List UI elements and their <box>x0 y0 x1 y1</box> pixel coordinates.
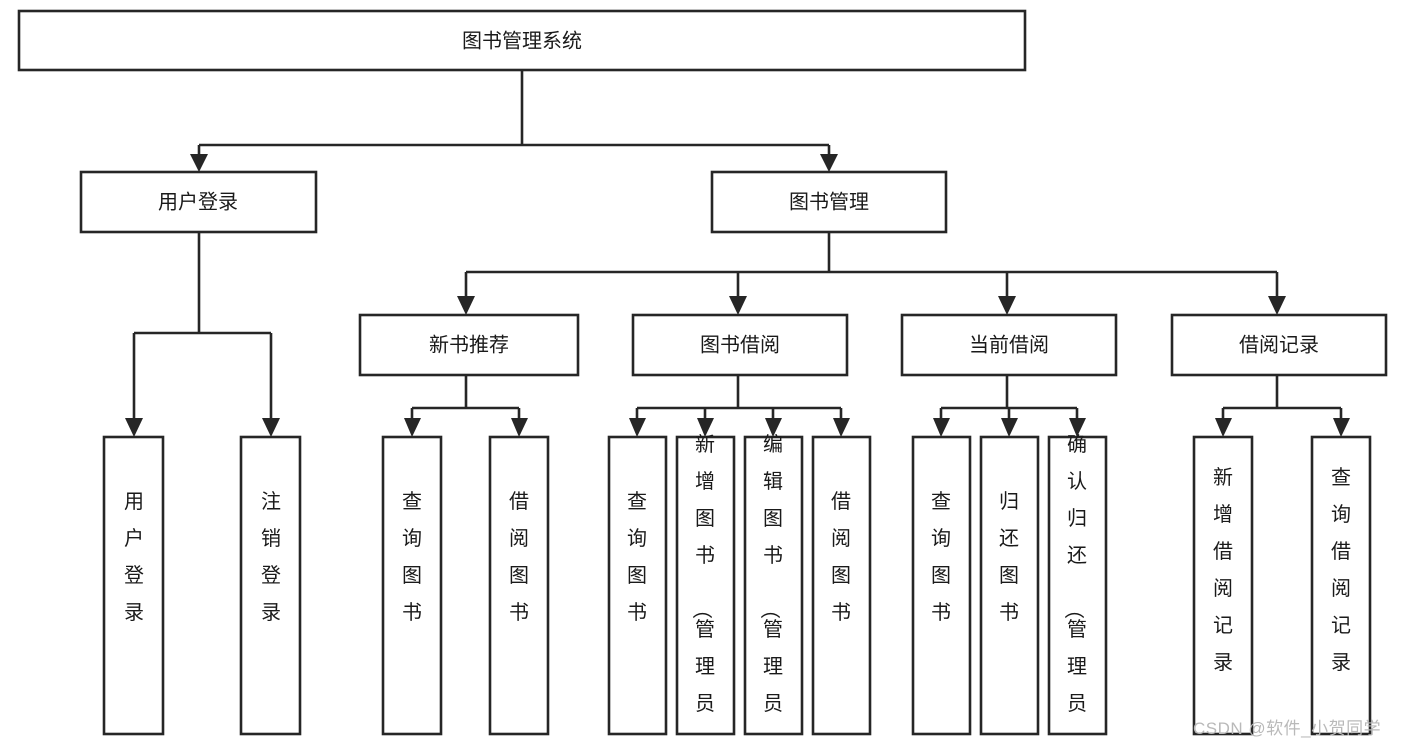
leaf-label-query-record: 查询借阅记录 <box>1331 466 1351 674</box>
leaf-node[interactable]: 借阅图书 <box>488 435 550 736</box>
leaf-label-borrow-book-2: 借阅图书 <box>831 490 851 624</box>
arrow-level2-current <box>998 296 1016 315</box>
node-new-book-recommend[interactable]: 新书推荐 <box>358 313 580 377</box>
leaf-label-user-login: 用户登录 <box>124 491 144 624</box>
arrow-level2-record <box>1268 296 1286 315</box>
arrow-leaf-userlogin-2 <box>262 418 280 437</box>
leaf-box-user-login[interactable] <box>102 435 165 736</box>
node-new-book-recommend-label: 新书推荐 <box>429 333 509 356</box>
leaf-label-query-book-1: 查询图书 <box>402 490 422 624</box>
node-user-login[interactable]: 用户登录 <box>79 170 318 234</box>
node-borrow-record[interactable]: 借阅记录 <box>1170 313 1388 377</box>
leaf-node[interactable]: 查询图书 <box>607 435 668 736</box>
node-book-borrow-box[interactable] <box>631 313 849 377</box>
node-book-manage-box[interactable] <box>710 170 948 234</box>
arrow-leaf-borrow-4 <box>833 418 850 437</box>
leaf-node[interactable]: 借阅图书 <box>811 435 872 736</box>
arrow-leaf-borrow-2 <box>697 418 714 437</box>
node-borrow-record-label: 借阅记录 <box>1239 333 1319 356</box>
leaf-node[interactable]: 查询图书 <box>911 435 972 736</box>
node-root[interactable]: 图书管理系统 <box>17 9 1027 72</box>
node-user-login-box[interactable] <box>79 170 318 234</box>
leaf-node[interactable]: 新增图书（管理员） <box>675 433 736 747</box>
leaf-label-query-book-2: 查询图书 <box>627 490 647 624</box>
node-borrow-record-box[interactable] <box>1170 313 1388 377</box>
arrow-leaf-borrow-3 <box>765 418 782 437</box>
leaf-label-borrow-book-1: 借阅图书 <box>509 490 529 624</box>
node-root-box[interactable] <box>17 9 1027 72</box>
leaf-box-confirm-return[interactable] <box>1047 435 1108 736</box>
node-book-borrow[interactable]: 图书借阅 <box>631 313 849 377</box>
leaf-node[interactable]: 注销登录 <box>239 435 302 736</box>
node-book-manage-label: 图书管理 <box>789 190 869 213</box>
arrow-leaf-current-3 <box>1069 418 1086 437</box>
leaf-node[interactable]: 查询图书 <box>381 435 443 736</box>
node-current-borrow-label: 当前借阅 <box>969 333 1049 356</box>
leaf-box-query-record[interactable] <box>1310 435 1372 736</box>
arrow-leaf-newbook-2 <box>511 418 528 437</box>
arrow-leaf-borrow-1 <box>629 418 646 437</box>
arrow-to-book-manage <box>820 154 838 172</box>
arrow-leaf-record-1 <box>1215 418 1232 437</box>
leaf-label-query-book-3: 查询图书 <box>931 490 951 624</box>
leaf-label-return-book: 归还图书 <box>999 490 1019 624</box>
leaf-node[interactable]: 用户登录 <box>102 435 165 736</box>
node-current-borrow-box[interactable] <box>900 313 1118 377</box>
leaf-box-borrow-book-2[interactable] <box>811 435 872 736</box>
leaf-label-add-book: 新增图书（管理员） <box>690 433 715 747</box>
leaf-box-query-book-3[interactable] <box>911 435 972 736</box>
node-current-borrow[interactable]: 当前借阅 <box>900 313 1118 377</box>
leaf-box-return-book[interactable] <box>979 435 1040 736</box>
leaf-box-query-book-1[interactable] <box>381 435 443 736</box>
leaf-node[interactable]: 归还图书 <box>979 435 1040 736</box>
arrow-level2-newbook <box>457 296 475 315</box>
leaf-label-add-record: 新增借阅记录 <box>1213 466 1233 674</box>
node-root-label: 图书管理系统 <box>462 29 582 52</box>
leaf-node[interactable]: 编辑图书（管理员） <box>743 433 804 747</box>
leaf-node[interactable]: 确认归还（管理员） <box>1047 433 1108 747</box>
leaf-node[interactable]: 新增借阅记录 <box>1192 435 1254 736</box>
leaf-box-edit-book[interactable] <box>743 435 804 736</box>
arrow-to-user-login <box>190 154 208 172</box>
node-user-login-label: 用户登录 <box>158 190 238 213</box>
arrow-leaf-userlogin-1 <box>125 418 143 437</box>
leaf-box-query-book-2[interactable] <box>607 435 668 736</box>
arrow-leaf-record-2 <box>1333 418 1350 437</box>
arrow-leaf-current-2 <box>1001 418 1018 437</box>
leaf-node[interactable]: 查询借阅记录 <box>1310 435 1372 736</box>
leaf-box-borrow-book-1[interactable] <box>488 435 550 736</box>
node-new-book-recommend-box[interactable] <box>358 313 580 377</box>
leaf-label-edit-book: 编辑图书（管理员） <box>758 433 783 747</box>
leaf-box-add-record[interactable] <box>1192 435 1254 736</box>
leaf-label-confirm-return: 确认归还（管理员） <box>1062 433 1087 747</box>
leaf-box-add-book[interactable] <box>675 435 736 736</box>
arrow-leaf-newbook-1 <box>404 418 421 437</box>
node-book-manage[interactable]: 图书管理 <box>710 170 948 234</box>
leaf-label-logout: 注销登录 <box>261 490 281 624</box>
arrow-leaf-current-1 <box>933 418 950 437</box>
leaf-box-logout[interactable] <box>239 435 302 736</box>
arrow-level2-borrow <box>729 296 747 315</box>
connector-layer <box>125 70 1350 437</box>
node-book-borrow-label: 图书借阅 <box>700 333 780 356</box>
